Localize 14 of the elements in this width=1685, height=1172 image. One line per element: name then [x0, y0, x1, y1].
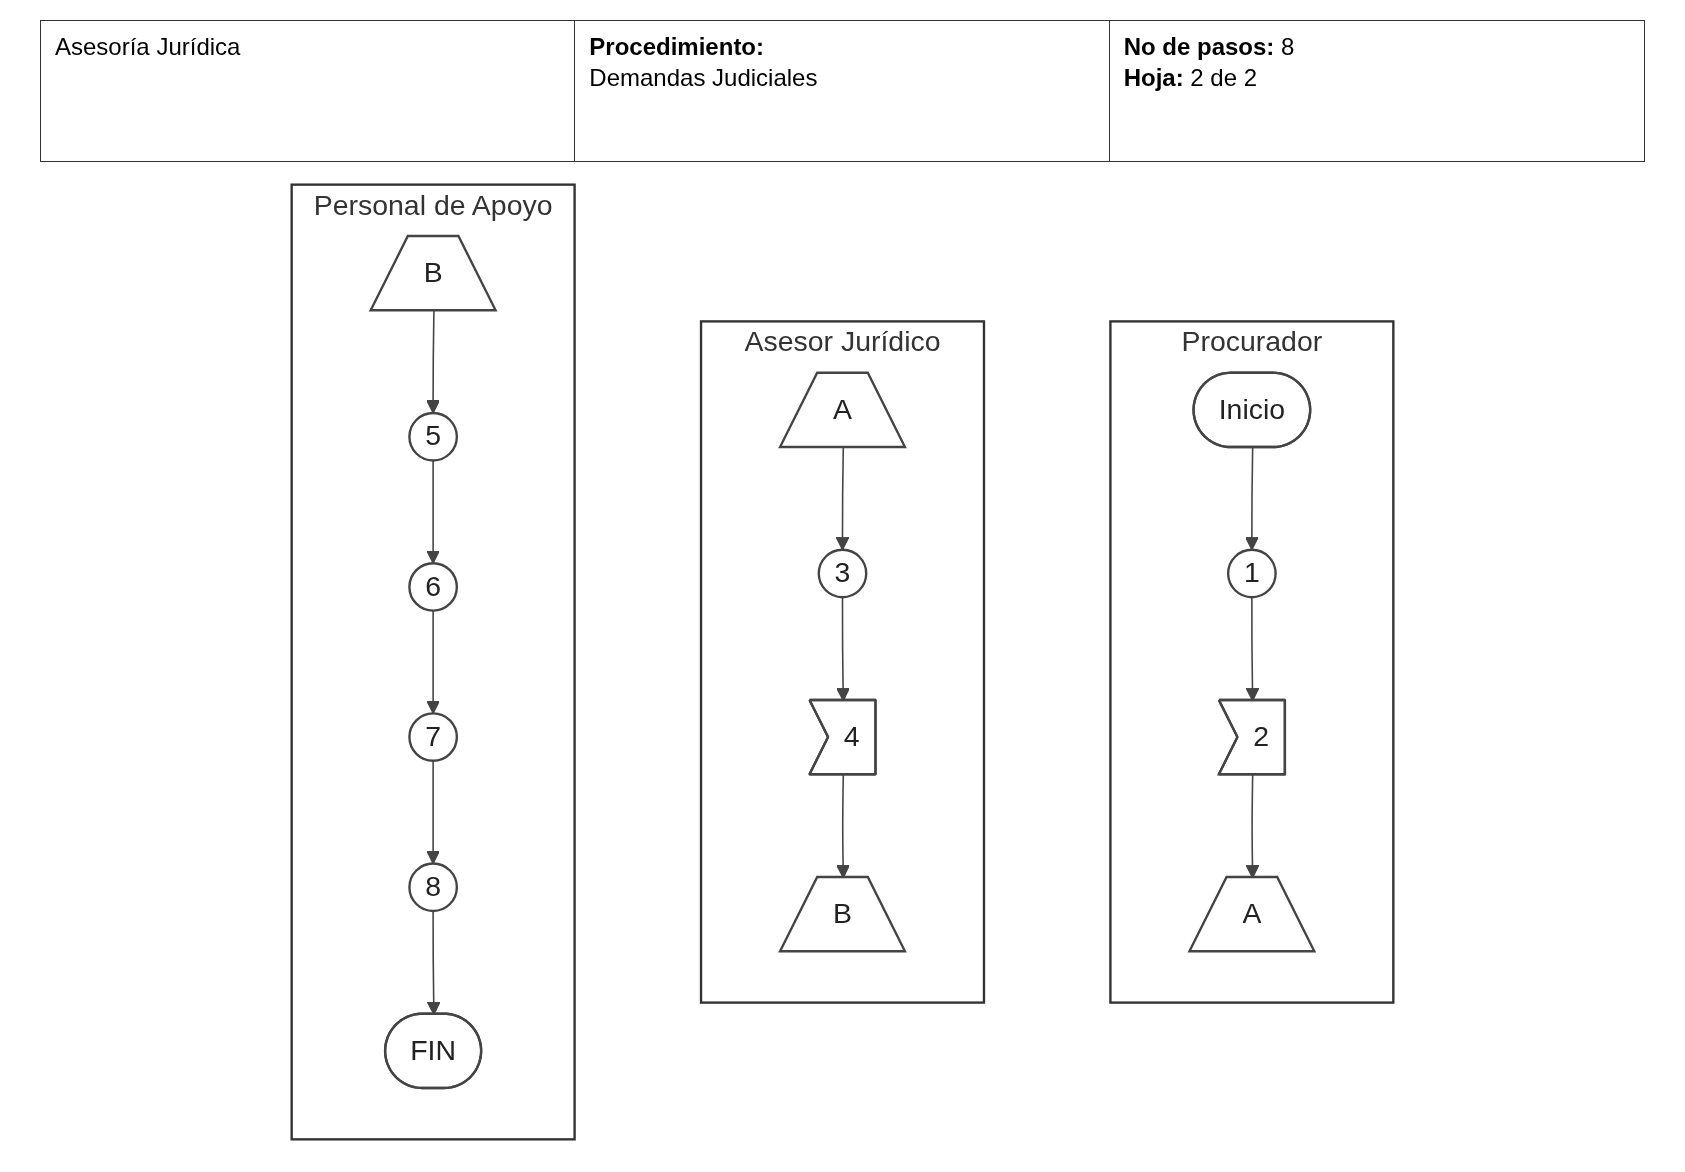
node-circle: 8 — [408, 862, 459, 913]
node-circle: 6 — [408, 562, 459, 612]
field-value: 8 — [1281, 33, 1295, 60]
arrow — [426, 310, 441, 414]
node-circle: 5 — [408, 411, 459, 462]
field-label: No de pasos: — [1123, 33, 1275, 60]
node-circle: 7 — [408, 712, 459, 762]
procedure-name: Demandas Judiciales — [589, 64, 818, 92]
node-circle: 1 — [1226, 548, 1277, 599]
field-label: Procedimiento: — [589, 33, 765, 60]
field-value: 2 de 2 — [1190, 64, 1258, 92]
department-text: Asesoría Jurídica — [55, 33, 241, 60]
field-label: Hoja: — [1123, 64, 1184, 92]
node-circle: 3 — [817, 548, 868, 599]
